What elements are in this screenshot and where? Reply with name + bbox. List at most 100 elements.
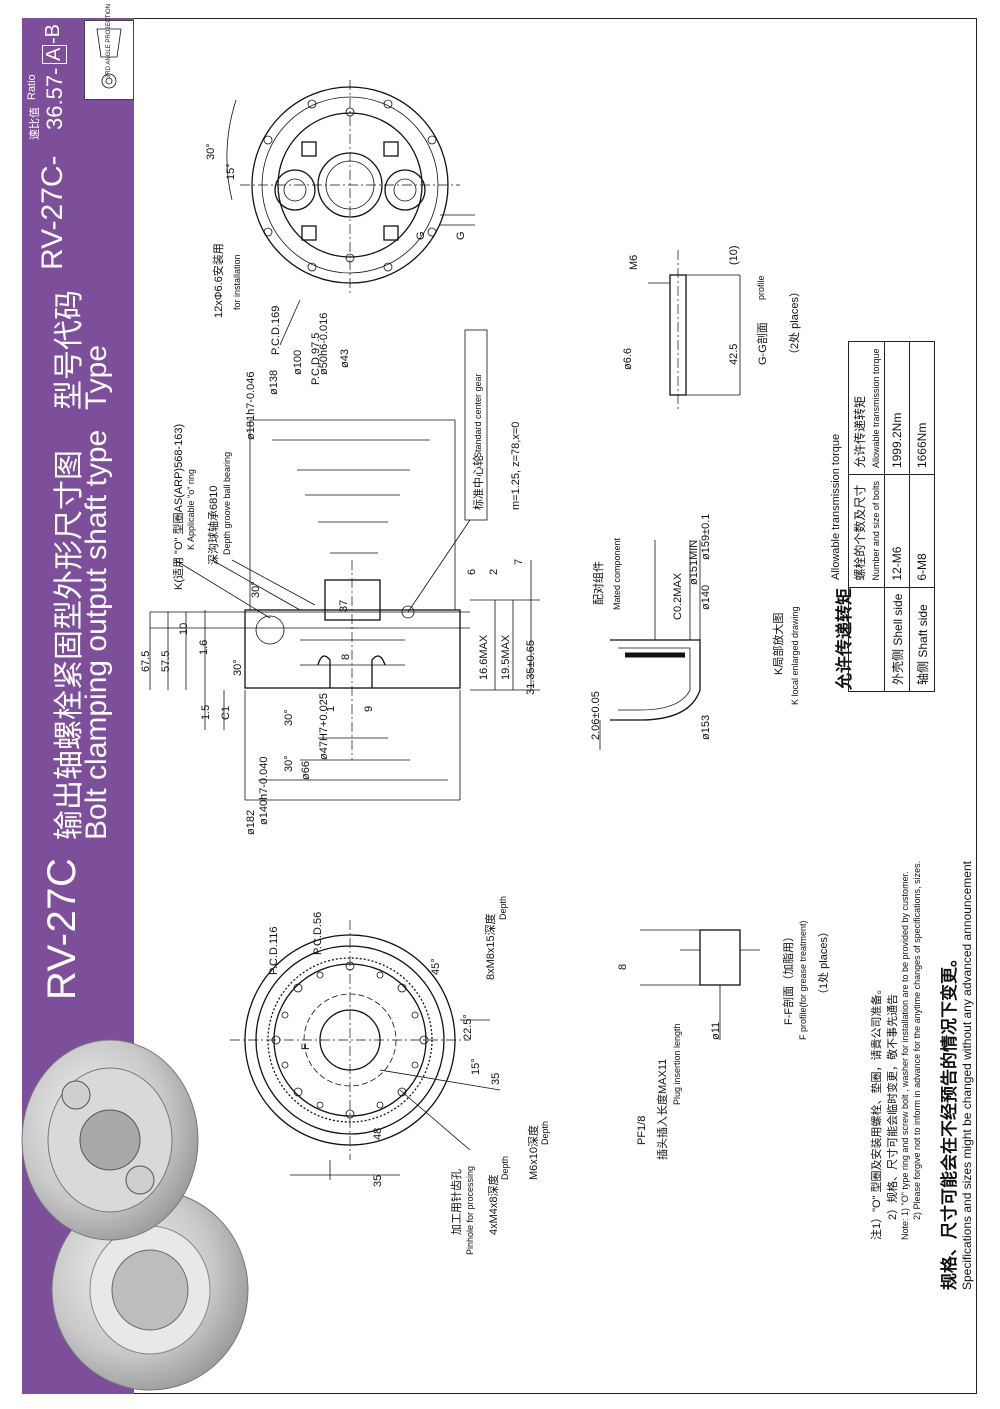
fv-m6x10: M6x10深度: [528, 1124, 540, 1180]
f-plug-en: Plug insertion length: [672, 1023, 682, 1105]
table-row: 外壳侧 Shell side 12-M6 1999.2Nm: [884, 341, 910, 692]
dim-2: 2: [488, 568, 500, 575]
front-view: [230, 920, 501, 1180]
g-section: [648, 250, 741, 410]
dim-d138: ø138: [268, 369, 280, 395]
dim-d66: ø66: [300, 761, 312, 780]
fv-angle15: 15°: [470, 1058, 482, 1075]
g-dim10: (10): [728, 245, 740, 265]
k-d151: ø151MIN: [688, 539, 700, 585]
top-pcd169: P.C.D.169: [270, 305, 282, 355]
g-places: （2处 places）: [789, 286, 801, 360]
footer-cn: 规格、尺寸可能会在不经预告的情况下变更。: [940, 950, 959, 1290]
dim-d140h7: ø140h7-0.040: [258, 756, 270, 826]
fv-dim35-b: 35: [372, 1174, 384, 1187]
dim-19-5: 19.5MAX: [500, 634, 512, 680]
top-holes-en: for installation: [232, 254, 242, 310]
dim-16-6: 16.6MAX: [478, 634, 490, 680]
center-gear-en: Standard center gear: [473, 373, 483, 458]
dim-1-6: 1.6: [198, 639, 210, 655]
dim-8: 8: [340, 653, 352, 660]
section-view: [149, 329, 540, 801]
top-g-mark-2: G: [455, 231, 467, 240]
k-mated-cn: 配对组件: [593, 561, 605, 605]
dim-d181h7: ø181h7-0.046: [245, 371, 257, 441]
angle-30-d: 30°: [283, 755, 295, 772]
k-detail: [599, 540, 701, 750]
table-row: 轴侧 Shaft side 6-M8 1666Nm: [909, 341, 935, 692]
dim-c1: C1: [220, 705, 232, 720]
gear-params: m=1.25, z=78,x=0: [510, 421, 522, 510]
dim-7: 7: [513, 558, 525, 565]
center-gear-cn: 标准中心轮: [473, 455, 485, 510]
k-oring-en: K Applicable "o" ring: [186, 469, 196, 550]
note-1-cn: 注1）"O" 型圈及安装用螺栓、垫圈，请貴公司准备。: [871, 983, 883, 1240]
fv-pinhole-cn: 加工用针齿孔: [451, 1169, 463, 1235]
top-view: [226, 80, 475, 346]
top-holes-cn: 12xΦ6.6安装用: [213, 243, 225, 318]
dim-67-5: 67.5: [140, 650, 152, 672]
f-section: [640, 929, 760, 1040]
footer-en: Specifications and sizes might be change…: [960, 861, 974, 1290]
note-2-cn: 2）规格、尺寸可能会临时变更，敬不事先通告: [887, 993, 899, 1220]
dim-d100: ø100: [292, 349, 304, 375]
k-d140: ø140: [700, 584, 712, 610]
bearing-en: Depth groove ball bearing: [222, 451, 232, 555]
note-2-en: 2) Please forgive not to inform in advan…: [912, 860, 922, 1220]
dim-d182: ø182: [245, 809, 257, 835]
torque-title-en: Allowable transmission torque: [830, 433, 842, 580]
dim-d50h6: ø50h6-0.016: [318, 312, 330, 375]
fv-8xm8: 8xM8x15深度: [485, 913, 497, 980]
dim-10: 10: [178, 622, 190, 635]
dim-d47h7: ø47H7+0.025: [318, 693, 330, 760]
fv-angle22-5: 22.5°: [462, 1014, 474, 1040]
dim-6: 6: [466, 568, 478, 575]
dim-d43: ø43: [339, 349, 351, 368]
k-d159: ø159±0.1: [700, 513, 712, 560]
fv-4xm4-en: Depth: [500, 1155, 510, 1180]
g-d6-6: ø6.6: [622, 347, 634, 370]
f-dim8: 8: [617, 963, 629, 970]
fv-dim35: 35: [490, 1072, 502, 1085]
f-pf: PF1/8: [636, 1115, 648, 1145]
top-g-mark: G: [415, 231, 427, 240]
k-mated-en: Mated component: [612, 537, 622, 610]
fv-pcd116: P.C.D.116: [268, 926, 280, 975]
dim-37: 37: [338, 599, 350, 612]
f-title-cn: F-F剖面（加脂用）: [783, 930, 795, 1025]
angle-30-c: 30°: [283, 709, 295, 726]
fv-pinhole-en: Pinhole for processing: [465, 1165, 475, 1255]
g-title-en: profile: [756, 275, 766, 300]
dim-1: 1: [325, 705, 337, 712]
fv-f-mark: F: [300, 1043, 312, 1050]
top-angle-15: 15°: [225, 163, 237, 180]
dim-9: 9: [363, 705, 375, 712]
note-1-en: Note: 1) "O" type ring and screw bolt , …: [900, 871, 910, 1240]
k-c0-2: C0.2MAX: [672, 572, 684, 620]
bearing-cn: 深沟球轴承6810: [208, 485, 220, 565]
dim-57-5: 57.5: [160, 650, 172, 672]
f-plug-cn: 插头插入长度MAX11: [657, 1058, 669, 1160]
f-d11: ø11: [710, 1021, 722, 1040]
fv-pcd56: P.C.D.56: [312, 911, 324, 955]
f-title-en: F profile(for grease treatment): [798, 920, 808, 1040]
dim-1-5: 1.5: [200, 704, 212, 720]
angle-30-b: 30°: [232, 659, 244, 676]
dim-31-35: 31.35±0.65: [525, 640, 537, 695]
angle-30-a: 30°: [250, 581, 262, 598]
f-places: （1处 places）: [818, 926, 830, 1000]
fv-4xm4: 4xM4x8深度: [488, 1174, 500, 1235]
fv-m6x10-en: Depth: [540, 1120, 550, 1145]
fv-dim48: 48: [372, 1127, 384, 1140]
k-title-cn: K局部放大图: [773, 612, 785, 675]
k-title-en: K local enlarged drawing: [790, 606, 800, 705]
fv-angle45: 45°: [430, 958, 442, 975]
k-dim2-06: 2.06±0.05: [590, 691, 602, 740]
top-angle-30: 30°: [205, 143, 217, 160]
g-dim42-5: 42.5: [728, 343, 740, 365]
g-title-cn: G-G剖面: [757, 322, 769, 365]
